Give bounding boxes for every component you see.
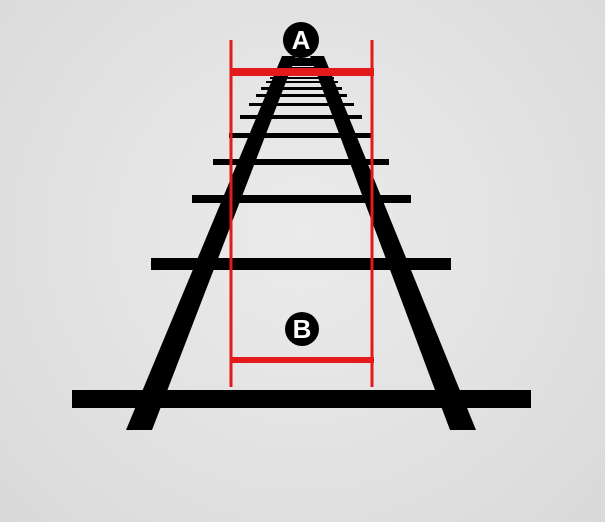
label-b: B bbox=[293, 314, 312, 344]
sleeper-3 bbox=[192, 195, 411, 203]
sleeper-9 bbox=[261, 87, 342, 90]
right-rail bbox=[310, 56, 476, 430]
label-b-badge: B bbox=[285, 312, 319, 346]
sleeper-15 bbox=[280, 64, 323, 66]
sleeper-6 bbox=[240, 115, 362, 119]
left-rail bbox=[126, 56, 296, 430]
sleeper-16 bbox=[282, 62, 321, 64]
sleeper-10 bbox=[266, 81, 338, 83]
label-a: A bbox=[292, 25, 311, 55]
sleeper-11 bbox=[270, 77, 334, 79]
bar-a bbox=[230, 68, 374, 76]
sleeper-18 bbox=[284, 58, 319, 60]
bar-b bbox=[230, 357, 374, 363]
sleeper-1 bbox=[72, 390, 531, 408]
sleeper-8 bbox=[256, 94, 347, 97]
railway-sleepers bbox=[72, 58, 531, 408]
sleeper-7 bbox=[249, 103, 354, 106]
sleeper-2 bbox=[151, 258, 451, 270]
sleeper-17 bbox=[283, 60, 320, 62]
sleeper-5 bbox=[229, 133, 372, 138]
label-a-badge: A bbox=[283, 22, 319, 58]
sleeper-4 bbox=[213, 159, 389, 165]
